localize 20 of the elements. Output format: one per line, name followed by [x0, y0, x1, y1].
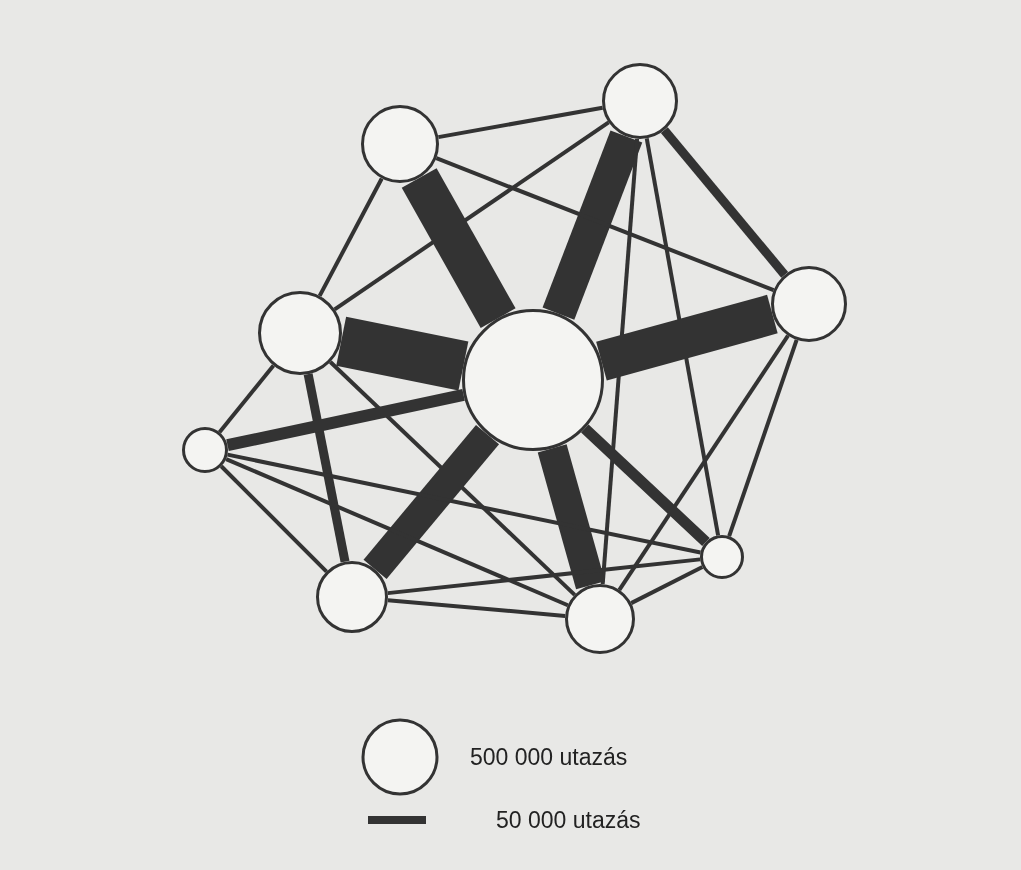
legend-text: 50 000 utazás [496, 806, 641, 835]
connection-line [438, 105, 603, 140]
connection-line [660, 127, 789, 278]
connection-line [303, 373, 350, 563]
connection-line [387, 598, 566, 618]
connection-line [227, 452, 701, 555]
connection-line [363, 424, 500, 579]
connection-line [317, 177, 384, 297]
connection-line [219, 464, 328, 573]
connection-line [600, 138, 640, 585]
legend-text: 500 000 utazás [470, 742, 628, 772]
connection-line [333, 120, 610, 311]
connection-line [542, 130, 643, 320]
connection-line [329, 360, 577, 597]
connection-line [387, 557, 701, 596]
connection-line [217, 364, 276, 434]
connection-line [644, 138, 721, 536]
connection-line [581, 424, 710, 546]
connection-line [617, 334, 790, 591]
connection-line [537, 444, 605, 590]
